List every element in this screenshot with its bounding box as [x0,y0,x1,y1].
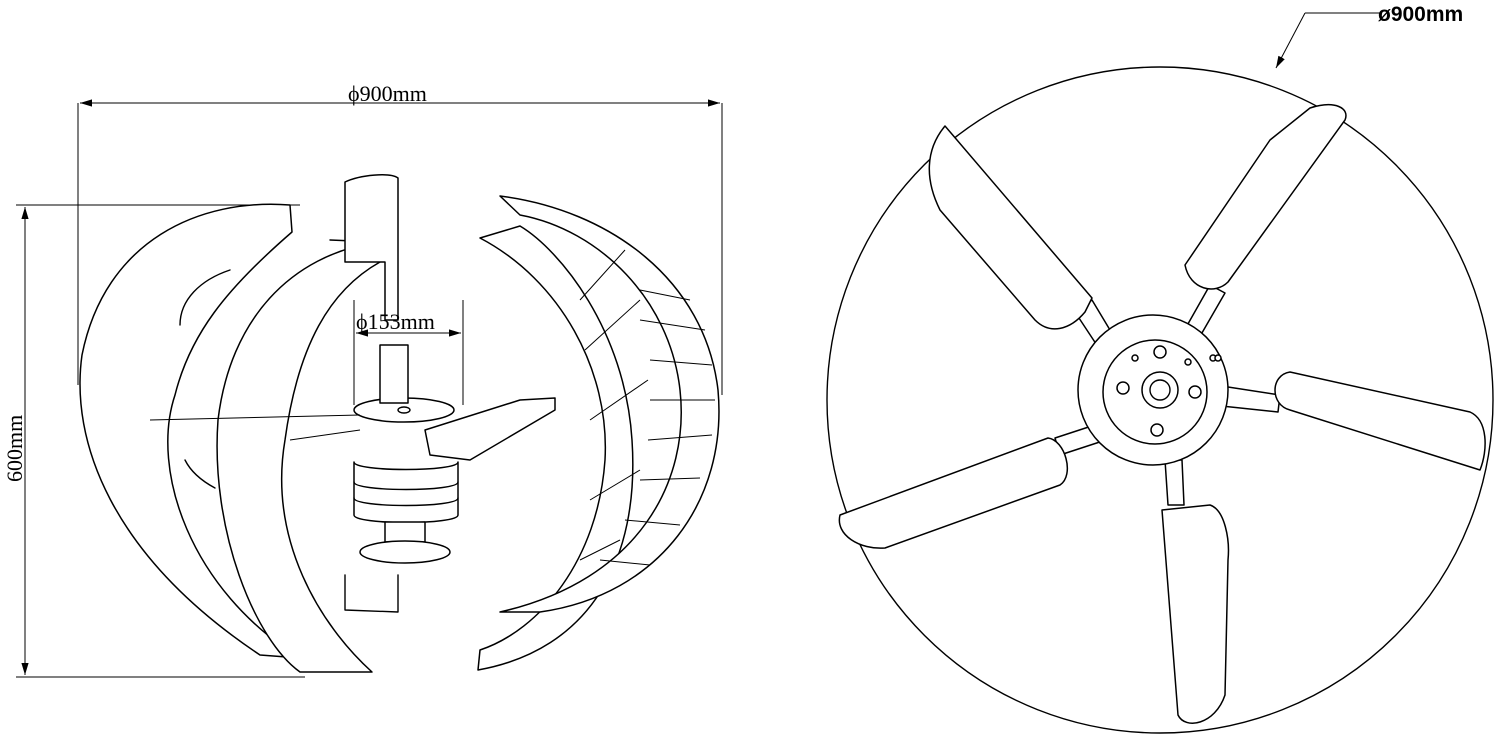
rear-left-blade [79,203,301,659]
front-right-blade [477,225,634,671]
hub-dimension-label: ϕ153mm [356,309,435,334]
height-dimension: 600mm [2,204,305,678]
blade-4 [838,437,1069,549]
height-dimension-label: 600mm [2,415,27,482]
front-left-blade [216,241,381,673]
hub-dimension: ϕ153mm [353,300,464,405]
top-hub [1077,314,1229,466]
blade-5 [1161,504,1230,724]
top-view: ø900mm [826,3,1494,734]
diameter-leader: ø900mm [1275,3,1463,69]
top-diameter-label: ø900mm [1378,3,1463,26]
hub-arm [424,397,556,461]
side-view: ϕ900mm 600mm ϕ153mm [2,81,723,678]
center-blade [344,174,399,321]
generator-hub [149,344,459,564]
swept-area-circle [826,66,1494,734]
blade-ribs [579,249,715,566]
blade-1 [928,125,1093,330]
width-dimension-label: ϕ900mm [348,81,427,106]
blade-2 [1184,104,1347,290]
width-dimension: ϕ900mm [77,81,723,395]
blade-3 [1274,371,1486,471]
